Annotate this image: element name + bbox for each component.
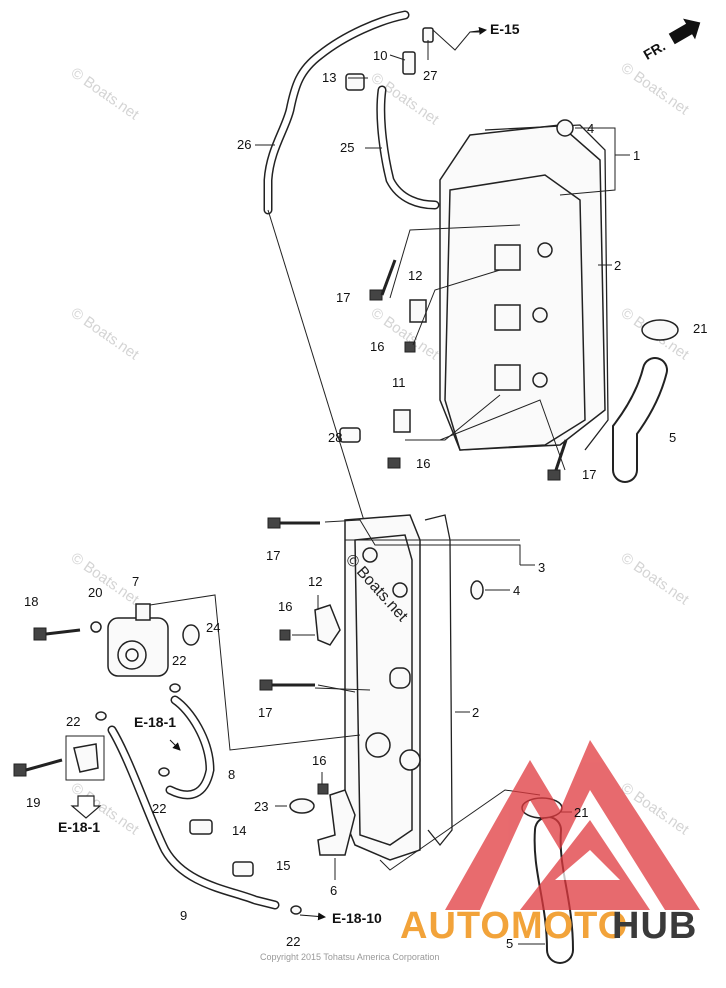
callout-16: 16	[278, 599, 292, 614]
callout-22: 22	[172, 653, 186, 668]
bolt-16-upper	[404, 341, 416, 353]
bolt-17-lower-b	[259, 679, 273, 691]
seal-4-lower	[470, 580, 484, 600]
callout-12: 12	[308, 574, 322, 589]
callout-4: 4	[513, 583, 520, 598]
callout-6: 6	[330, 883, 337, 898]
bolt-19	[13, 763, 27, 777]
bolt-17-upper	[369, 289, 383, 301]
callout-5: 5	[669, 430, 676, 445]
svg-text:FR.: FR.	[641, 38, 669, 63]
svg-text:© Boats.net: © Boats.net	[368, 304, 443, 363]
vapor-separator-7	[107, 603, 169, 677]
callout-16: 16	[312, 753, 326, 768]
callout-5: 5	[506, 936, 513, 951]
callout-22: 22	[152, 801, 166, 816]
head-cover-upper	[439, 124, 606, 451]
bolt-17-lower-a	[267, 517, 281, 529]
callout-21: 21	[693, 321, 707, 336]
callout-8: 8	[228, 767, 235, 782]
svg-text:© Boats.net: © Boats.net	[68, 64, 143, 123]
svg-text:© Boats.net: © Boats.net	[618, 59, 693, 118]
bolt-16-lower	[279, 629, 291, 641]
clip-23	[289, 798, 315, 814]
callout-13: 13	[322, 70, 336, 85]
front-direction-icon: FR.	[641, 18, 701, 63]
copyright-text: Copyright 2015 Tohatsu America Corporati…	[260, 952, 439, 962]
callout-10: 10	[373, 48, 387, 63]
clip-15	[232, 861, 254, 877]
clip-22-b	[95, 711, 107, 721]
ref-e18-1-upper[interactable]: E-18-1	[134, 714, 176, 730]
ref-e18-10[interactable]: E-18-10	[332, 910, 382, 926]
bolt-18	[33, 627, 47, 641]
callout-4: 4	[587, 121, 594, 136]
gasket-lower	[424, 514, 453, 847]
clip-14	[189, 819, 213, 835]
clip-22-c	[158, 767, 170, 777]
ref-e15[interactable]: E-15	[490, 21, 520, 37]
callout-17: 17	[582, 467, 596, 482]
callout-14: 14	[232, 823, 246, 838]
callout-20: 20	[88, 585, 102, 600]
gasket-upper	[484, 124, 609, 451]
bolt-17-right	[547, 469, 561, 481]
bracket-6	[317, 789, 356, 856]
callout-25: 25	[340, 140, 354, 155]
bracket-12-lower	[314, 604, 341, 646]
clamp-21-upper	[641, 319, 679, 341]
callout-24: 24	[206, 620, 220, 635]
brand-automoto: AUTOMOTO	[400, 905, 628, 947]
bolt-16-mid	[387, 457, 401, 469]
callout-3: 3	[538, 560, 545, 575]
svg-text:© Boats.net: © Boats.net	[68, 304, 143, 363]
callout-18: 18	[24, 594, 38, 609]
callout-1: 1	[633, 148, 640, 163]
callout-28: 28	[328, 430, 342, 445]
callout-17: 17	[336, 290, 350, 305]
svg-text:© Boats.net: © Boats.net	[618, 549, 693, 608]
callout-17: 17	[258, 705, 272, 720]
fitting-10	[402, 51, 416, 75]
washer-20	[90, 621, 102, 633]
callout-27: 27	[423, 68, 437, 83]
bracket-12-upper	[409, 299, 427, 323]
fitting-27	[422, 27, 434, 43]
callout-11: 11	[392, 375, 406, 390]
callout-15: 15	[276, 858, 290, 873]
clip-22-d	[290, 905, 302, 915]
callout-16: 16	[370, 339, 384, 354]
clip-22-a	[169, 683, 181, 693]
automotohub-logo	[445, 740, 700, 910]
clip-13	[345, 73, 365, 91]
bolt-16-bottom	[317, 783, 329, 795]
callout-21: 21	[574, 805, 588, 820]
bracket-box	[65, 735, 105, 781]
callout-17: 17	[266, 548, 280, 563]
callout-7: 7	[132, 574, 139, 589]
bracket-11	[393, 409, 411, 433]
callout-labels: 1 2 2 3 4 4 5 5 6 7 8 9 10 11 12 12 13 1…	[24, 48, 707, 951]
ref-e18-1-lower[interactable]: E-18-1	[58, 819, 100, 835]
callout-23: 23	[254, 799, 268, 814]
callout-9: 9	[180, 908, 187, 923]
callout-22: 22	[66, 714, 80, 729]
seal-4-upper	[556, 119, 574, 137]
clip-28	[339, 427, 361, 443]
brand-hub: HUB	[612, 905, 697, 947]
callout-19: 19	[26, 795, 40, 810]
callout-22: 22	[286, 934, 300, 949]
callout-2: 2	[614, 258, 621, 273]
callout-16: 16	[416, 456, 430, 471]
oring-24	[182, 624, 200, 646]
callout-26: 26	[237, 137, 251, 152]
head-cover-lower	[344, 514, 421, 861]
down-arrow-icon	[70, 795, 102, 819]
callout-12: 12	[408, 268, 422, 283]
callout-2: 2	[472, 705, 479, 720]
